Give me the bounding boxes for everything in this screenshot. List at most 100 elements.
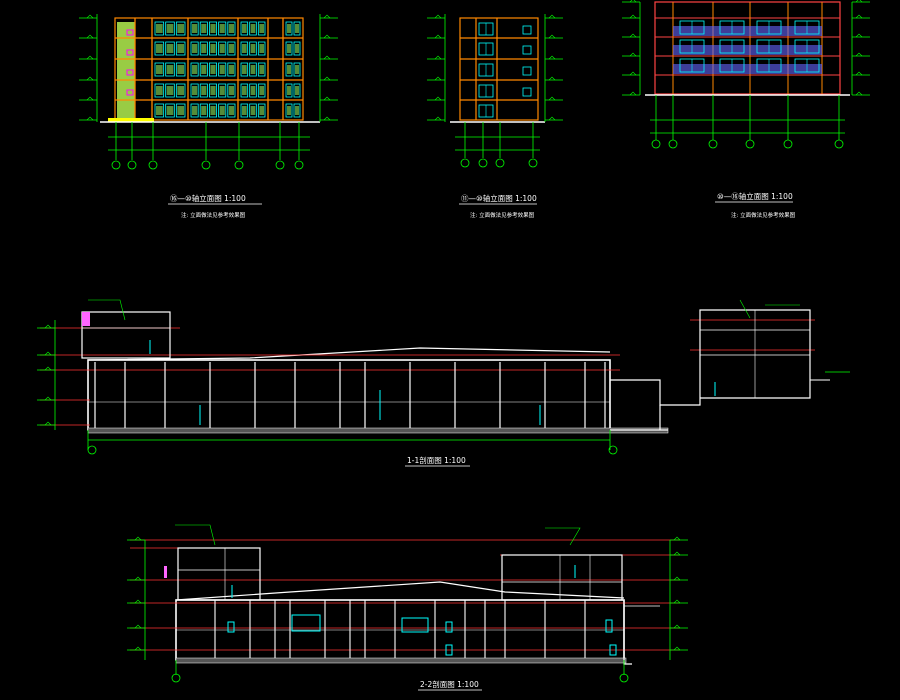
level-symbol (548, 55, 556, 60)
window (165, 21, 175, 36)
window (190, 83, 199, 98)
window-pane (166, 65, 174, 74)
elevation-1-outline (114, 17, 304, 121)
elevation-2-level-marks (427, 14, 563, 121)
window-pane (287, 86, 291, 95)
level-symbol (86, 34, 94, 39)
window (240, 103, 249, 118)
section-2: 2-2剖面图 1:100 (127, 524, 688, 691)
level-symbol (86, 14, 94, 19)
elevation-1-marker (126, 69, 134, 76)
window-pane (166, 24, 174, 33)
window-pane (201, 24, 207, 33)
window (154, 62, 165, 77)
window-pane (166, 106, 174, 115)
window (285, 103, 293, 118)
level-symbol (629, 33, 637, 38)
level-symbol (434, 96, 442, 101)
window (199, 62, 208, 77)
section-2-openings (227, 565, 617, 656)
level-symbol (629, 91, 637, 96)
level-symbol (134, 536, 142, 541)
level-symbol (86, 116, 94, 121)
elevation-3: ⑩—⑯轴立面图 1:100 注: 立面做法见参考效果图 (622, 0, 870, 219)
window (218, 41, 227, 56)
window-pane (177, 44, 184, 53)
window-pane (201, 65, 207, 74)
elevation-1-stair-panel (117, 22, 135, 118)
window (154, 21, 165, 36)
level-symbol (323, 96, 331, 101)
window-pane (228, 65, 234, 74)
elevation-1-note: 注: 立面做法见参考效果图 (181, 211, 246, 219)
window-pane (259, 44, 264, 53)
elevation-1-floor-bands (115, 37, 303, 101)
level-symbol (134, 646, 142, 651)
window-pane (219, 24, 225, 33)
window-pane (210, 86, 216, 95)
level-symbol (629, 0, 637, 3)
window-pane (287, 65, 291, 74)
balcony-slab (673, 64, 822, 74)
section-2-level-marks (127, 536, 688, 651)
window (257, 83, 266, 98)
level-symbol (44, 351, 52, 356)
level-symbol (86, 96, 94, 101)
window (165, 41, 175, 56)
level-symbol (855, 14, 863, 19)
window-pane (287, 24, 291, 33)
section-2-leaders (175, 524, 581, 546)
section-1-openings (149, 340, 716, 425)
level-symbol (434, 34, 442, 39)
window-pane (192, 65, 198, 74)
elevation-3-dimensions (639, 2, 853, 149)
level-symbol (673, 646, 681, 651)
window (227, 41, 236, 56)
window-pane (250, 65, 256, 74)
window-pane (250, 24, 256, 33)
elevation-1-windows (154, 21, 301, 118)
window (522, 25, 532, 35)
window-pane (201, 44, 207, 53)
window (175, 83, 186, 98)
level-symbol (548, 116, 556, 121)
section-2-marker (164, 566, 167, 578)
elevation-2-floor-bands (460, 18, 538, 120)
section-1: 1-1剖面图 1:100 (37, 299, 850, 467)
window-pane (219, 106, 225, 115)
window-pane (192, 86, 198, 95)
section-1-tower-marker (82, 312, 90, 326)
window-pane (156, 65, 163, 74)
window (285, 83, 293, 98)
window-pane (192, 44, 198, 53)
window (165, 103, 175, 118)
elevation-3-balconies (673, 20, 822, 74)
window (154, 103, 165, 118)
level-symbol (323, 55, 331, 60)
window-pane (192, 106, 198, 115)
elevation-2: ⑪—⑩轴立面图 1:100 注: 立面做法见参考效果图 (427, 14, 563, 219)
level-symbol (434, 76, 442, 81)
level-symbol (629, 14, 637, 19)
section-2-foundation-slab (175, 657, 627, 664)
window (249, 62, 257, 77)
section-2-dimensions (144, 540, 671, 683)
window-pane (287, 106, 291, 115)
window (522, 87, 532, 97)
window (293, 21, 301, 36)
window (257, 21, 266, 36)
window (227, 62, 236, 77)
section-1-columns (94, 362, 606, 428)
section-1-dimensions (54, 320, 850, 455)
section-1-roof-slab (87, 347, 611, 361)
window (175, 103, 186, 118)
window (165, 83, 175, 98)
elevation-1-marker (126, 89, 134, 96)
level-symbol (44, 324, 52, 329)
window-pane (242, 24, 247, 33)
window (285, 21, 293, 36)
window-pane (259, 24, 264, 33)
balcony-slab (673, 45, 822, 55)
elevation-1-title: ⑯—⑩轴立面图 1:100 (170, 193, 246, 203)
window-pane (210, 44, 216, 53)
